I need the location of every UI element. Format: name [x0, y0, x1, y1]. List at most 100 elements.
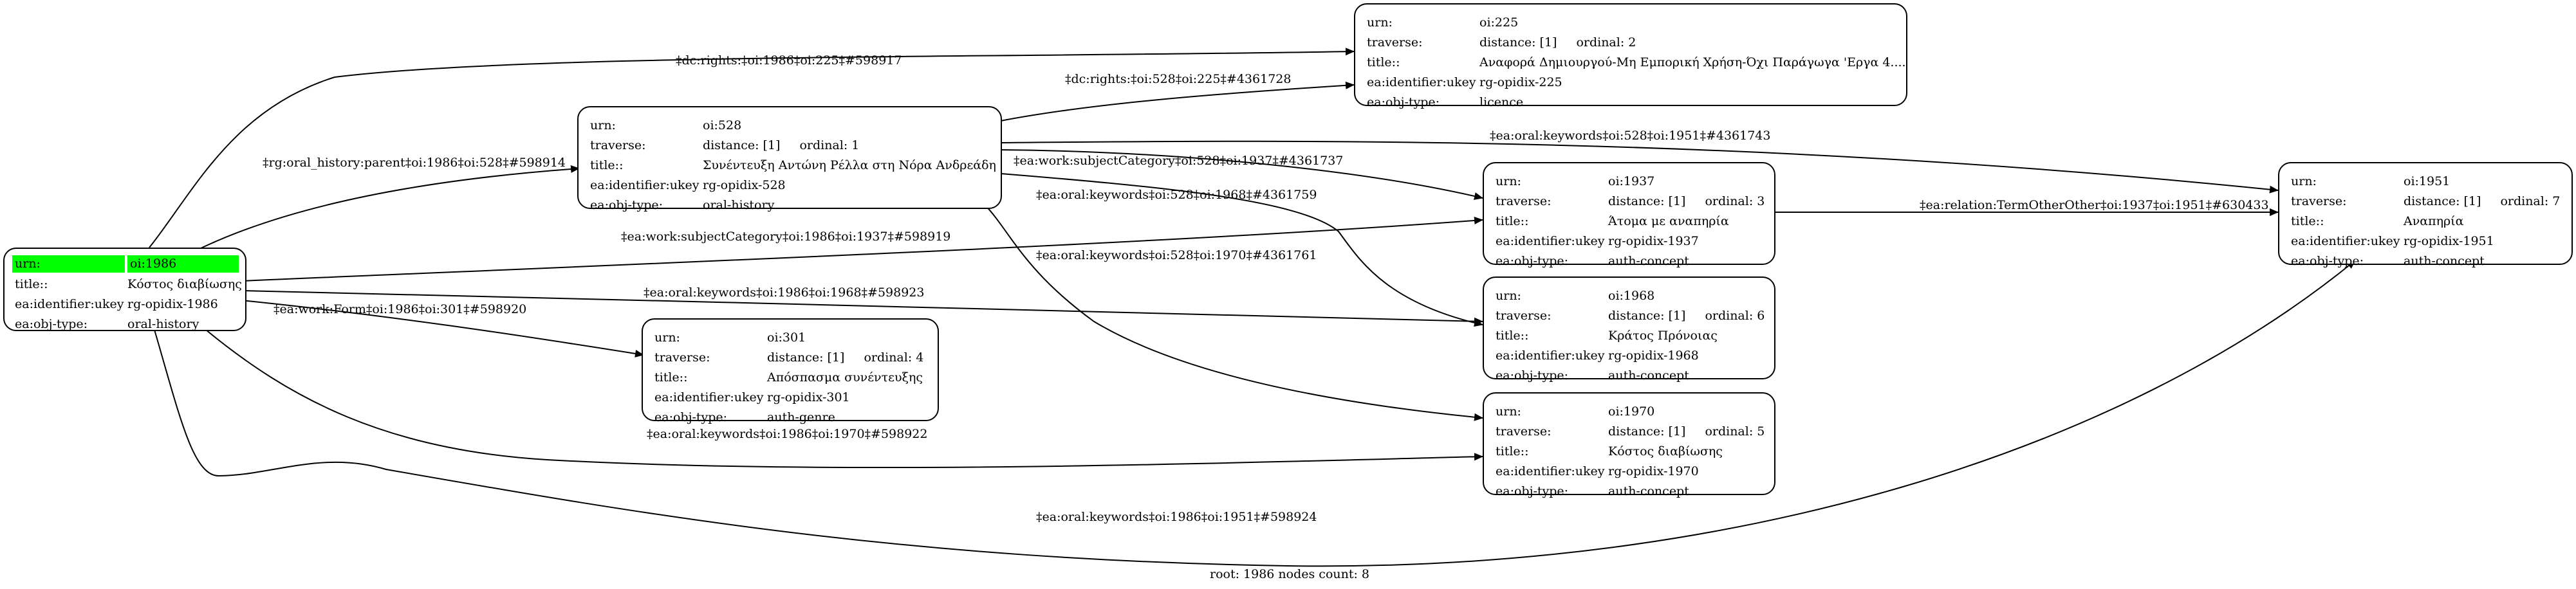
row-key: urn: [1496, 174, 1521, 188]
edge-line [241, 216, 1483, 282]
row-key: traverse: [1496, 424, 1552, 439]
row-value: rg-opidix-225 [1477, 75, 1897, 89]
row-value: auth-concept [2401, 254, 2562, 268]
row-key: ea:identifier:ukey [15, 296, 124, 311]
row-value: oi:225 [1477, 15, 1897, 30]
row-value: rg-opidix-301 [764, 390, 929, 404]
row-key: ea:obj-type: [1496, 253, 1569, 268]
value-text: oi:1937 [1608, 174, 1655, 188]
node-row-traverse: traverse:distance: [1]ordinal: 1 [588, 135, 992, 155]
node-row-obj-type: ea:obj-type:auth-concept [1493, 481, 1765, 501]
value-text: auth-concept [1608, 368, 1689, 383]
edge-1986-1951[interactable]: ‡ea:oral:keywords‡oi:1986‡oi:1951‡#59892… [154, 260, 2356, 567]
row-value: oral-history [127, 316, 199, 331]
value-text: oi:528 [703, 118, 742, 132]
edge-1986-1970[interactable]: ‡ea:oral:keywords‡oi:1986‡oi:1970‡#59892… [205, 329, 1483, 469]
traverse-distance: distance: [1] [1608, 194, 1686, 208]
edge-1986-225[interactable]: ‡dc:rights:‡oi:1986‡oi:225‡#598917 [149, 48, 1355, 248]
row-key: title:: [1496, 213, 1529, 228]
row-value: auth-genre [764, 410, 929, 424]
node-row-title: title::Άτομα με αναπηρία [1493, 211, 1765, 231]
edge-line [1000, 81, 1355, 122]
row-value: Συνέντευξη Αντώνη Ρέλλα στη Νόρα Ανδρεάδ… [700, 158, 996, 172]
row-key: ea:identifier:ukey [1496, 348, 1605, 363]
node-row-urn: urn:oi:1970 [1493, 401, 1765, 421]
row-key: ea:obj-type: [590, 197, 663, 212]
node-row-obj-type: ea:obj-type: oral-history [12, 314, 239, 334]
row-value: rg-opidix-1970 [1606, 464, 1765, 478]
edge-label: ‡rg:oral_history:parent‡oi:1986‡oi:528‡#… [263, 156, 566, 170]
traverse-distance: distance: [1] [703, 138, 781, 152]
edge-label: ‡dc:rights:‡oi:1986‡oi:225‡#598917 [676, 53, 902, 68]
edge-label: ‡ea:work:Form‡oi:1986‡oi:301‡#598920 [273, 302, 526, 316]
edge-label: ‡ea:oral:keywords‡oi:1986‡oi:1968‡#59892… [644, 285, 924, 300]
row-value: oral-history [700, 198, 992, 212]
row-value: rg-opidix-528 [700, 178, 992, 192]
value-text: oi:225 [1479, 15, 1519, 30]
node-row-traverse: traverse:distance: [1]ordinal: 7 [2288, 191, 2562, 211]
edge-528-225[interactable]: ‡dc:rights:‡oi:528‡oi:225‡#4361728 [1000, 72, 1355, 122]
edge-label: ‡ea:relation:TermOtherOther‡oi:1937‡oi:1… [1920, 198, 2269, 212]
row-value: distance: [1]ordinal: 4 [764, 350, 929, 365]
edge-528-1951[interactable]: ‡ea:oral:keywords‡oi:528‡oi:1951‡#436174… [1000, 129, 2279, 194]
value-text: licence [1479, 95, 1524, 109]
traverse-ordinal: ordinal: 2 [1576, 35, 1636, 50]
value-text: rg-opidix-1970 [1608, 464, 1699, 478]
row-key: title:: [15, 276, 48, 291]
traverse-distance: distance: [1] [1479, 35, 1557, 50]
node-row-title: title::Κράτος Πρόνοιας [1493, 325, 1765, 345]
value-text: auth-genre [767, 410, 835, 424]
row-value: oi:1951 [2401, 174, 2562, 188]
node-root-oi-1986[interactable]: urn: oi:1986 title:: Κόστος διαβίωσης ea… [3, 248, 246, 331]
edge-1986-301[interactable]: ‡ea:work:Form‡oi:1986‡oi:301‡#598920 [241, 300, 644, 358]
node-row-obj-type: ea:obj-type:auth-concept [2288, 251, 2562, 271]
edge-line [154, 260, 2356, 567]
node-row-urn: urn:oi:528 [588, 115, 992, 135]
node-row-title: title::Απόσπασμα συνέντευξης [652, 367, 929, 387]
row-value: Αναφορά Δημιουργού-Μη Εμπορική Χρήση-Όχι… [1477, 55, 1906, 69]
edge-528-1970[interactable]: ‡ea:oral:keywords‡oi:528‡oi:1970‡#436176… [984, 204, 1483, 421]
edge-1986-1937[interactable]: ‡ea:work:subjectCategory‡oi:1986‡oi:1937… [241, 216, 1483, 282]
row-value: distance: [1]ordinal: 6 [1606, 309, 1765, 323]
edge-line [984, 204, 1483, 421]
edge-1986-1968[interactable]: ‡ea:oral:keywords‡oi:1986‡oi:1968‡#59892… [241, 285, 1483, 325]
value-text: rg-opidix-528 [703, 177, 786, 192]
row-key: title:: [1496, 444, 1529, 458]
node-row-urn: urn: oi:1937 [1493, 171, 1765, 191]
value-text: Άτομα με αναπηρία [1608, 213, 1729, 228]
value-text: rg-opidix-1937 [1608, 233, 1699, 248]
edge-label: ‡ea:work:subjectCategory‡oi:528‡oi:1937‡… [1014, 154, 1343, 168]
edge-1937-1951[interactable]: ‡ea:relation:TermOtherOther‡oi:1937‡oi:1… [1774, 198, 2279, 216]
value-text: rg-opidix-1968 [1608, 348, 1699, 363]
traverse-distance: distance: [1] [1608, 424, 1686, 439]
row-value: rg-opidix-1986 [127, 296, 218, 311]
edge-1986-528[interactable]: ‡rg:oral_history:parent‡oi:1986‡oi:528‡#… [199, 156, 580, 249]
row-key: ea:identifier:ukey [654, 390, 764, 404]
value-text: auth-concept [1608, 484, 1689, 498]
edge-528-1937[interactable]: ‡ea:work:subjectCategory‡oi:528‡oi:1937‡… [1000, 149, 1483, 200]
row-value: Αναπηρία [2401, 214, 2562, 228]
traverse-distance: distance: [1] [767, 350, 845, 365]
node-oi-1951[interactable]: urn: oi:1951 traverse:distance: [1]ordinal… [2278, 162, 2573, 268]
row-key: title:: [590, 158, 624, 172]
node-row-title: title::Αναπηρία [2288, 211, 2562, 231]
row-value: auth-concept [1606, 484, 1765, 498]
row-value: rg-opidix-1951 [2401, 234, 2562, 248]
row-key: traverse: [590, 138, 646, 152]
edge-label: ‡ea:oral:keywords‡oi:528‡oi:1968‡#436175… [1036, 188, 1317, 202]
row-value: oi:301 [764, 331, 929, 345]
row-key: title:: [1496, 328, 1529, 343]
node-row-obj-type: ea:obj-type:auth-genre [652, 407, 929, 427]
row-key: urn: [2291, 174, 2317, 188]
edge-528-1968[interactable]: ‡ea:oral:keywords‡oi:528‡oi:1968‡#436175… [1000, 173, 1483, 327]
